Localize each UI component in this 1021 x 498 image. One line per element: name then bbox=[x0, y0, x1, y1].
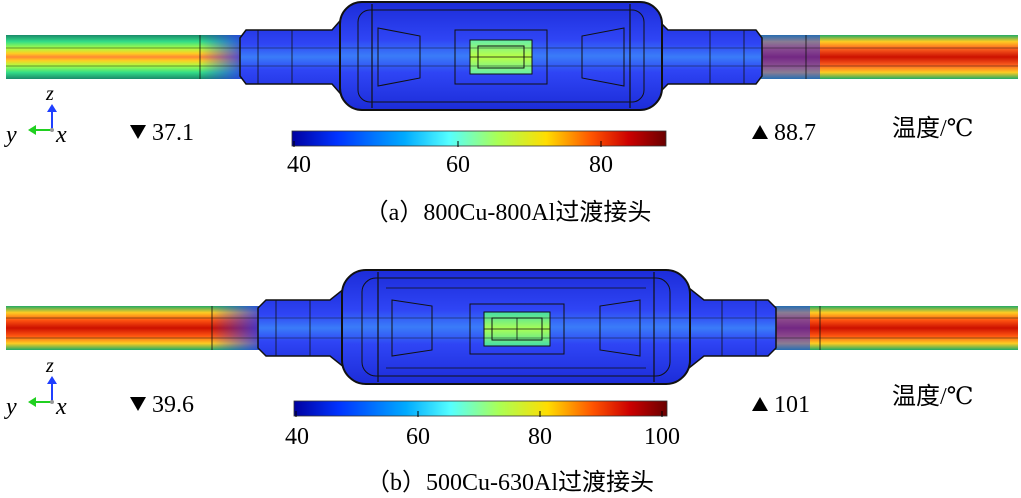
axis-z-label: z bbox=[45, 83, 54, 105]
caption-a: （a）800Cu-800Al过渡接头 bbox=[365, 199, 652, 226]
colorbar-b: 40 60 80 100 bbox=[285, 400, 680, 450]
min-value-b: 39.6 bbox=[130, 392, 194, 418]
up-triangle-icon bbox=[752, 125, 768, 139]
axis-y-label: y bbox=[4, 122, 17, 148]
axis-triad-a: z y x bbox=[4, 83, 67, 148]
down-triangle-icon bbox=[130, 397, 146, 411]
right-shoulder-a bbox=[651, 12, 763, 102]
svg-text:39.6: 39.6 bbox=[152, 392, 194, 418]
svg-text:88.7: 88.7 bbox=[774, 120, 816, 146]
up-triangle-icon bbox=[752, 397, 768, 411]
colorbar-tick: 100 bbox=[644, 424, 680, 450]
joint-drawing-b bbox=[6, 269, 1018, 385]
joint-drawing-a bbox=[6, 1, 1018, 111]
unit-label-a: 温度/℃ bbox=[892, 115, 974, 142]
colorbar-tick: 40 bbox=[287, 152, 311, 178]
svg-text:37.1: 37.1 bbox=[152, 120, 194, 146]
left-cone-a bbox=[377, 27, 421, 87]
caption-b: （b）500Cu-630Al过渡接头 bbox=[366, 469, 654, 496]
svg-text:101: 101 bbox=[774, 392, 810, 418]
right-cone-a bbox=[581, 27, 625, 87]
axis-z-label: z bbox=[45, 355, 54, 377]
max-value-a: 88.7 bbox=[752, 120, 816, 146]
left-shoulder-b bbox=[257, 282, 351, 374]
colorbar-tick: 80 bbox=[589, 152, 613, 178]
colorbar-tick: 40 bbox=[285, 424, 309, 450]
axis-x-label: x bbox=[55, 122, 67, 148]
unit-label-b: 温度/℃ bbox=[892, 383, 974, 410]
colorbar-tick: 60 bbox=[406, 424, 430, 450]
panel-b: z y x 39.6 101 温度/℃ 40 60 80 100 （b） bbox=[4, 269, 1018, 496]
panel-a: z y x 37.1 88.7 温度/℃ 40 60 80 （a）800Cu-8… bbox=[4, 1, 1018, 226]
colorbar-tick: 80 bbox=[528, 424, 552, 450]
colorbar-a: 40 60 80 bbox=[287, 130, 667, 178]
axis-x-label: x bbox=[55, 394, 67, 420]
left-cone-b bbox=[391, 299, 433, 357]
axis-y-label: y bbox=[4, 394, 17, 420]
down-triangle-icon bbox=[130, 125, 146, 139]
left-shoulder-a bbox=[239, 12, 347, 102]
min-value-a: 37.1 bbox=[130, 120, 194, 146]
colorbar-tick: 60 bbox=[446, 152, 470, 178]
right-cone-b bbox=[599, 299, 641, 357]
max-value-b: 101 bbox=[752, 392, 810, 418]
axis-triad-b: z y x bbox=[4, 355, 67, 420]
right-shoulder-b bbox=[683, 282, 777, 374]
